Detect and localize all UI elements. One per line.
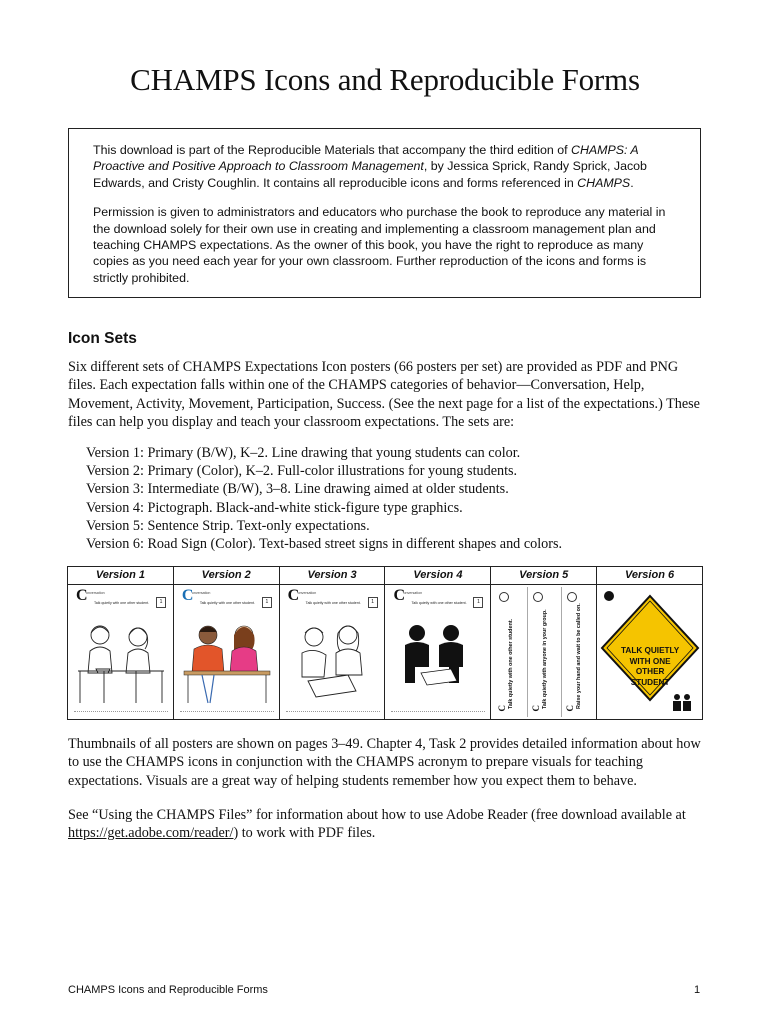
champs-c-logo: C [76, 587, 88, 604]
version-item: Version 6: Road Sign (Color). Text-based… [86, 536, 563, 553]
pictograph-figures [405, 625, 464, 686]
thumbnail-header: Version 1 [68, 567, 173, 585]
road-sign-thumbnail: TALK QUIETLY WITH ONE OTHER STUDENT [597, 584, 702, 719]
strip-text: Talk quietly with anyone in your group. [542, 609, 549, 709]
road-sign-text: TALK QUIETLY WITH ONE OTHER STUDENT [621, 646, 680, 687]
thumbnail-header: Version 2 [173, 567, 279, 585]
champs-c-logo: C [393, 587, 406, 604]
older-students-line-drawing [301, 625, 363, 698]
poster-caption: Talk quietly with one other student. [305, 601, 361, 605]
adobe-reader-link[interactable]: https://get.adobe.com/reader/ [68, 825, 234, 842]
permission-notice-box: This download is part of the Reproducibl… [68, 128, 701, 298]
poster-number: 1 [156, 597, 166, 608]
poster-thumbnail: C onversation Talk quietly with one othe… [285, 587, 380, 717]
strip-circle-icon [567, 592, 578, 602]
poster-thumbnail: C onversation Talk quietly with one othe… [74, 587, 168, 717]
version-item: Version 5: Sentence Strip. Text-only exp… [86, 517, 370, 534]
versions-list: Version 1: Primary (B/W), K–2. Line draw… [86, 444, 562, 553]
book-title: CHAMPS: A Proactive and Positive Approac… [93, 143, 639, 174]
thumbnail-version-5: Version 5 Talk quietly with one other st… [491, 567, 598, 719]
diamond-road-sign-icon [600, 591, 700, 711]
strip-text: Raise your hand and wait to be called on… [576, 603, 583, 709]
students-color-illustration [183, 625, 271, 704]
poster-caption: Talk quietly with one other student. [199, 601, 255, 605]
poster-number: 1 [367, 597, 378, 608]
note-text: ) to work with PDF files. [233, 825, 376, 842]
strip-circle-icon [533, 592, 544, 602]
sentence-strip: Raise your hand and wait to be called on… [562, 587, 595, 717]
thumbnail-version-2: Version 2 C onversation Talk quietly wit… [173, 567, 280, 719]
thumbnail-version-4: Version 4 C onversation Talk quietly wit… [385, 567, 492, 719]
poster-thumbnail: C onversation Talk quietly with one othe… [179, 587, 274, 717]
book-title-short: CHAMPS [577, 175, 631, 190]
category-label: onversation [297, 591, 317, 595]
strip-c-letter: C [497, 704, 508, 712]
thumbnail-version-6: Version 6 TALK QUIETLY WITH ONE OTHER ST… [597, 567, 702, 719]
notice-paragraph-1: This download is part of the Reproducibl… [93, 142, 682, 191]
poster-number: 1 [473, 597, 484, 608]
notice-text: This download is part of the Reproducibl… [93, 143, 571, 157]
strip-c-letter: C [565, 704, 576, 712]
poster-thumbnail: C onversation Talk quietly with one othe… [391, 587, 486, 717]
thumbnail-version-3: Version 3 C onversation Talk quietly wit… [279, 567, 386, 719]
sentence-strip: Talk quietly with one other student. C [494, 587, 529, 717]
adobe-reader-note: See “Using the CHAMPS Files” for informa… [68, 806, 708, 843]
notice-text: . [630, 175, 634, 190]
poster-number: 1 [261, 597, 272, 608]
strip-circle-icon [499, 592, 510, 602]
thumbnail-version-1: Version 1 C onversation Talk quietly wit… [68, 567, 174, 719]
strip-text: Talk quietly with one other student. [508, 618, 515, 709]
thumbnail-header: Version 3 [279, 567, 385, 585]
thumbnail-header: Version 6 [597, 567, 702, 585]
champs-c-logo: C [287, 587, 300, 604]
students-line-drawing [78, 625, 164, 703]
version-item: Version 2: Primary (Color), K–2. Full-co… [86, 463, 518, 480]
category-label: onversation [86, 591, 105, 595]
version-item: Version 1: Primary (B/W), K–2. Line draw… [86, 445, 521, 461]
page-number: 1 [694, 984, 701, 996]
footer-title: CHAMPS Icons and Reproducible Forms [68, 984, 268, 996]
section-heading-icon-sets: Icon Sets [68, 330, 137, 347]
note-text: See “Using the CHAMPS Files” for informa… [68, 807, 686, 823]
category-label: onversation [191, 591, 211, 595]
version-item: Version 4: Pictograph. Black-and-white s… [86, 499, 463, 516]
champs-c-logo: C [181, 587, 194, 604]
notice-paragraph-2: Permission is given to administrators an… [93, 205, 666, 285]
version-item: Version 3: Intermediate (B/W), 3–8. Line… [86, 481, 509, 498]
category-label: onversation [403, 591, 423, 595]
thumbnail-strip: Version 1 C onversation Talk quietly wit… [67, 566, 703, 720]
thumbnail-header: Version 4 [385, 567, 491, 585]
notice-text: , by Jessica Sprick, Randy Sprick, Jacob… [93, 159, 647, 190]
thumbnail-header: Version 5 [491, 567, 597, 585]
thumbnail-caption: Thumbnails of all posters are shown on p… [68, 736, 701, 789]
poster-caption: Talk quietly with one other student. [411, 601, 467, 605]
intro-paragraph: Six different sets of CHAMPS Expectation… [68, 359, 700, 430]
poster-caption: Talk quietly with one other student. [94, 601, 150, 605]
strip-c-letter: C [531, 704, 542, 712]
page-title: CHAMPS Icons and Reproducible Forms [130, 62, 640, 97]
sentence-strip: Talk quietly with anyone in your group. … [528, 587, 563, 717]
